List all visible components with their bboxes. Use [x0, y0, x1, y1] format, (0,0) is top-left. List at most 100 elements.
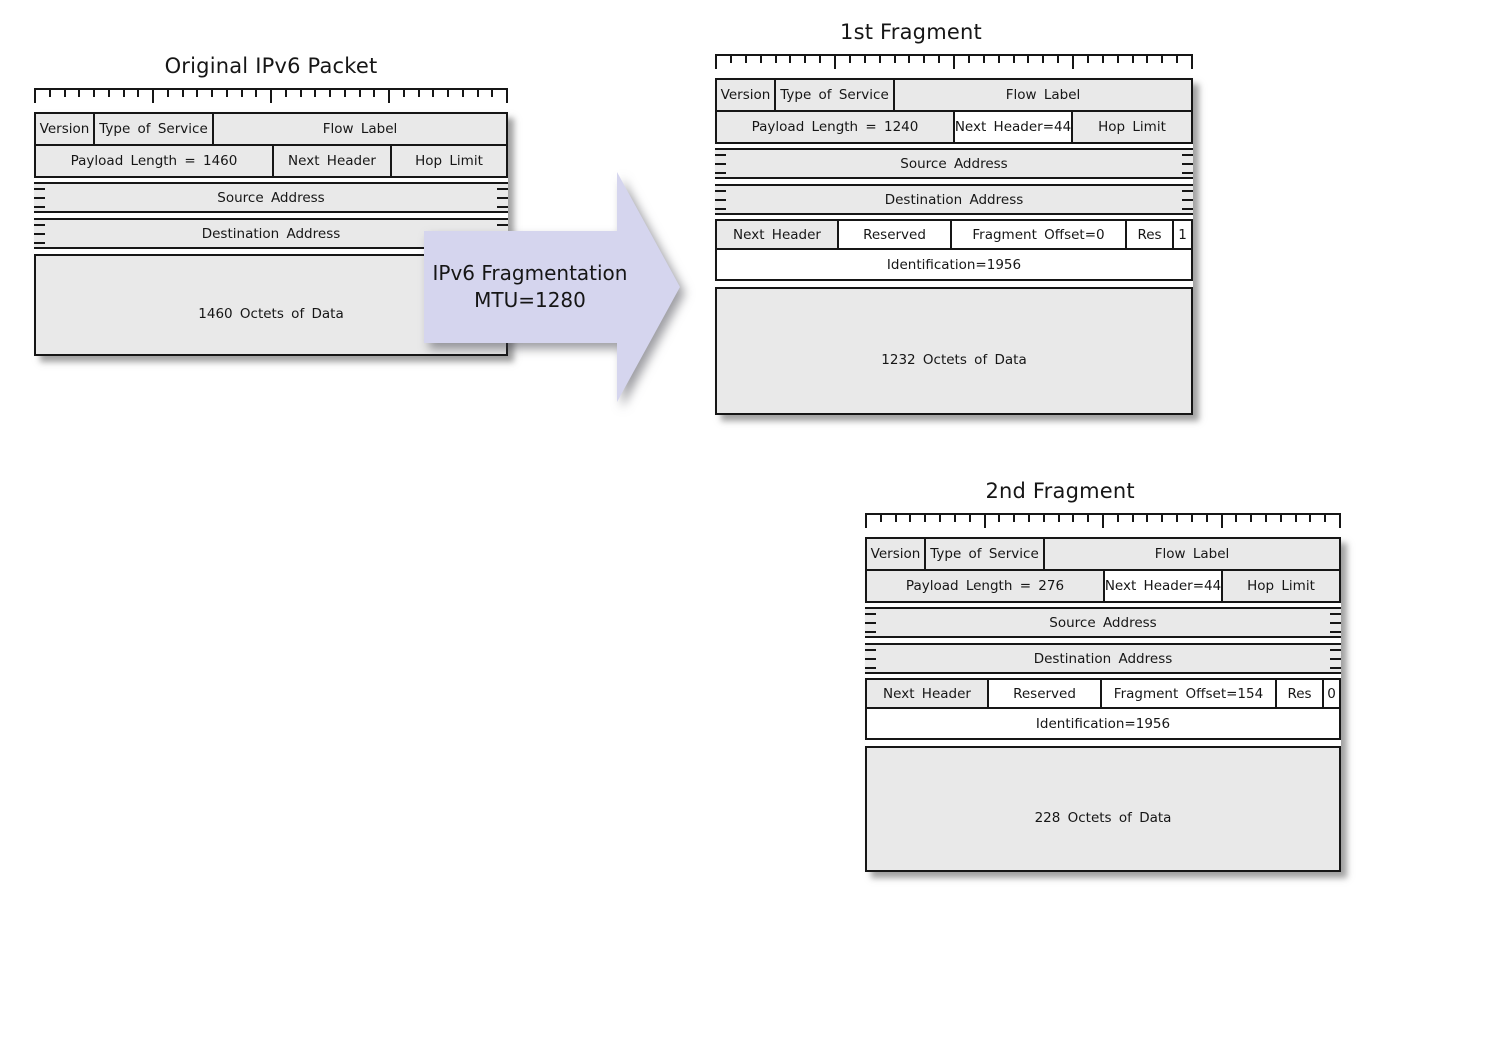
- field-version: Version: [867, 539, 926, 569]
- second-fragment-packet: 2nd Fragment Version Type of Service Flo…: [865, 479, 1341, 872]
- ruler-tick: [1146, 56, 1149, 63]
- ruler-tick: [211, 90, 213, 97]
- ruler-tick: [1116, 56, 1119, 63]
- ruler-tick: [1057, 515, 1060, 522]
- ruler-tick: [137, 90, 140, 97]
- field-label: Destination Address: [201, 225, 341, 242]
- ruler-tick: [939, 515, 942, 522]
- ruler-tick: [1191, 56, 1193, 69]
- continuation-dashes-right: [1182, 153, 1193, 174]
- continuation-dashes-right: [497, 187, 508, 208]
- ruler-tick: [358, 90, 361, 97]
- ruler-tick: [997, 56, 1000, 63]
- field-label: Destination Address: [1033, 650, 1173, 667]
- header-row-2: Payload Length = 1240 Next Header=44 Hop…: [715, 110, 1193, 144]
- ruler-tick: [107, 90, 110, 97]
- ruler-tick: [1086, 56, 1089, 63]
- ruler-tick: [402, 90, 405, 97]
- continuation-dashes-right: [1330, 612, 1341, 633]
- packet-field-box: Version Type of Service Flow Label Paylo…: [715, 78, 1193, 415]
- ruler-tick: [953, 56, 955, 69]
- ruler-tick: [894, 515, 897, 522]
- ruler-tick: [1057, 56, 1060, 63]
- ruler-tick: [1102, 515, 1104, 528]
- field-next-header: Next Header=44: [1105, 571, 1223, 601]
- ruler-tick: [759, 56, 762, 63]
- header-row-2: Payload Length = 1460 Next Header Hop Li…: [34, 144, 508, 178]
- ruler-tick: [1012, 56, 1015, 63]
- ruler-tick: [1205, 515, 1208, 522]
- ruler-tick: [388, 90, 390, 103]
- field-res: Res: [1127, 221, 1174, 248]
- ruler-tick: [968, 515, 971, 522]
- field-next-header: Next Header: [867, 680, 989, 707]
- ruler-tick: [1116, 515, 1119, 522]
- ruler-tick: [255, 90, 258, 97]
- fragmentation-label: IPv6 Fragmentation MTU=1280: [424, 231, 636, 343]
- field-source-address: Source Address: [865, 607, 1341, 638]
- field-more-fragments-flag: 1: [1174, 221, 1191, 248]
- ruler-tick: [878, 56, 881, 63]
- field-hop-limit: Hop Limit: [1223, 571, 1339, 601]
- ruler-tick: [1072, 515, 1075, 522]
- ruler-tick: [1264, 515, 1267, 522]
- ruler-tick: [1161, 515, 1164, 522]
- field-payload-length: Payload Length = 1240: [717, 112, 955, 142]
- ruler-tick: [982, 56, 985, 63]
- ruler-tick: [181, 90, 184, 97]
- ruler-tick: [1027, 515, 1030, 522]
- ruler-tick: [447, 90, 449, 97]
- continuation-dashes-right: [1182, 189, 1193, 210]
- field-payload-data: 1232 Octets of Data: [715, 287, 1193, 415]
- field-payload-length: Payload Length = 1460: [36, 146, 274, 176]
- ruler-tick: [789, 56, 792, 63]
- ruler-tick: [1072, 56, 1074, 69]
- field-label: Source Address: [217, 189, 325, 206]
- field-next-header: Next Header=44: [955, 112, 1073, 142]
- ruler-tick: [417, 90, 420, 97]
- ruler-tick: [1220, 515, 1223, 528]
- ruler-tick: [1235, 515, 1238, 522]
- field-flow-label: Flow Label: [895, 80, 1191, 110]
- field-flow-label: Flow Label: [1045, 539, 1339, 569]
- ruler-tick: [1131, 56, 1134, 63]
- ruler-tick: [1176, 515, 1179, 522]
- continuation-dashes-left: [865, 612, 876, 633]
- continuation-dashes-left: [715, 189, 726, 210]
- field-label: Source Address: [1049, 614, 1157, 631]
- ruler-tick: [1176, 56, 1179, 63]
- ruler-tick: [1324, 515, 1327, 522]
- ruler-tick: [998, 515, 1001, 522]
- ruler-tick: [1339, 515, 1341, 528]
- ruler-tick: [938, 56, 941, 63]
- field-hop-limit: Hop Limit: [1073, 112, 1191, 142]
- ruler-tick: [1161, 56, 1164, 63]
- ruler-tick: [299, 90, 302, 97]
- ruler-tick: [506, 90, 508, 103]
- ruler-tick: [1131, 515, 1134, 522]
- packet-title: Original IPv6 Packet: [164, 54, 378, 78]
- first-fragment-packet: 1st Fragment Version Type of Service Flo…: [715, 20, 1193, 415]
- ruler-tick: [78, 90, 81, 97]
- ruler-tick: [432, 90, 435, 97]
- packet-title: 2nd Fragment: [985, 479, 1135, 503]
- fragmentation-label-line1: IPv6 Fragmentation: [432, 261, 628, 285]
- bit-ruler: [715, 54, 1193, 71]
- field-version: Version: [717, 80, 776, 110]
- field-type-of-service: Type of Service: [776, 80, 895, 110]
- ruler-tick: [819, 56, 822, 63]
- field-next-header: Next Header: [274, 146, 392, 176]
- ruler-tick: [1190, 515, 1193, 522]
- field-reserved: Reserved: [989, 680, 1102, 707]
- field-source-address: Source Address: [34, 182, 508, 213]
- field-identification: Identification=1956: [865, 707, 1341, 740]
- ruler-tick: [34, 90, 36, 103]
- bit-ruler: [865, 513, 1341, 530]
- ruler-tick: [166, 90, 169, 97]
- continuation-dashes-right: [1330, 648, 1341, 669]
- ruler-tick: [729, 56, 732, 63]
- field-res: Res: [1277, 680, 1324, 707]
- ruler-tick: [865, 515, 867, 528]
- continuation-dashes-left: [34, 187, 45, 208]
- fragmentation-arrow: IPv6 Fragmentation MTU=1280: [424, 172, 680, 402]
